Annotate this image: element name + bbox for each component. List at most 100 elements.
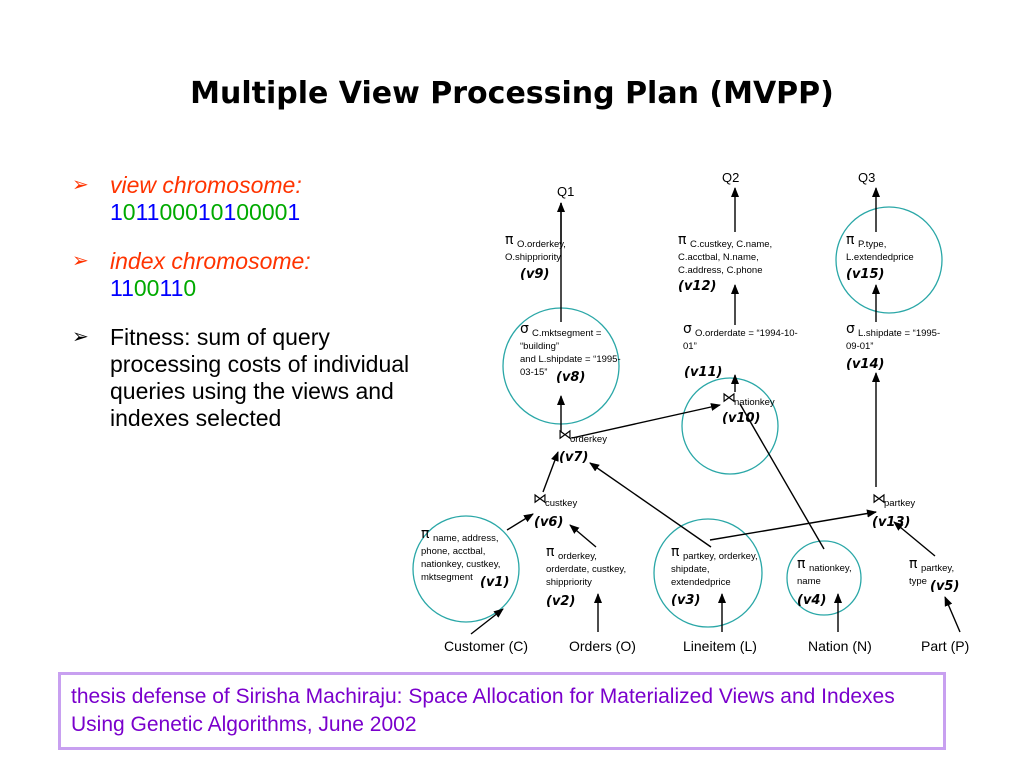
node-expression: and L.shipdate = “1995-	[520, 354, 621, 365]
operator-symbol: π	[421, 526, 430, 542]
node-expression: phone, acctbal,	[421, 546, 485, 557]
edge-v5-v13	[893, 521, 936, 557]
view-label: (v12)	[678, 279, 716, 294]
operator-symbol: π	[505, 232, 514, 248]
view-label: (v6)	[534, 515, 563, 530]
chromosome-digits: 11	[135, 199, 160, 225]
index-chromosome-value: 1100110	[110, 275, 412, 302]
arrow-bullet-icon: ➢	[72, 250, 89, 272]
node-expression: L.shipdate = “1995-	[858, 328, 940, 339]
edge-v2-v6	[569, 524, 597, 548]
view-circles	[412, 206, 943, 628]
node-v13: ⋈partkey(v13)	[872, 491, 915, 530]
node-expression: nationkey, custkey,	[421, 559, 500, 570]
bullet-view-chromosome: ➢ view chromosome: 101100010100001	[72, 172, 412, 226]
view-label: (v7)	[559, 450, 588, 465]
chromosome-digits: 11	[110, 275, 134, 301]
circle-v10	[681, 377, 779, 475]
node-expression: O.orderkey,	[517, 239, 566, 250]
node-expression: orderkey,	[558, 551, 597, 562]
chromosome-digits: 1	[197, 199, 211, 225]
edge-c-v1	[470, 608, 504, 635]
node-expression: C.custkey, C.name,	[690, 239, 772, 250]
view-label: (v9)	[520, 267, 549, 282]
operator-symbol: ⋈	[722, 390, 736, 406]
circle-v15	[835, 206, 943, 314]
node-v6: ⋈custkey(v6)	[533, 491, 577, 530]
node-expression: name	[797, 576, 821, 587]
view-label: (v3)	[671, 593, 700, 608]
node-expression: 09-01”	[846, 341, 873, 352]
node-v10: ⋈nationkey (v10)	[722, 390, 775, 426]
node-expression: custkey	[545, 498, 577, 509]
node-expression: O.shippriority	[505, 252, 561, 263]
chromosome-digits: 1	[110, 199, 123, 225]
operator-symbol: π	[846, 232, 855, 248]
node-expression: nationkey	[734, 397, 775, 408]
node-expression: O.orderdate = “1994-10-	[695, 328, 798, 339]
edge-v4-v10	[739, 403, 825, 550]
edge-v1-v6	[506, 513, 534, 531]
chromosome-digits: 1	[223, 199, 237, 225]
operator-symbol: ⋈	[558, 427, 572, 443]
index-chromosome-label: index chromosome:	[110, 248, 311, 274]
edge-v3-v7	[589, 462, 712, 548]
fitness-text: Fitness: sum of query processing costs o…	[110, 324, 410, 431]
view-label: (v10)	[722, 411, 760, 426]
query-q2: Q2	[722, 170, 739, 185]
view-label: (v1)	[480, 575, 509, 590]
node-expression: 03-15”	[520, 367, 547, 378]
table-part: Part (P)	[921, 638, 969, 654]
node-expression: shipdate,	[671, 564, 710, 575]
operator-symbol: ⋈	[872, 491, 886, 507]
chromosome-digits: 11	[159, 275, 184, 301]
view-label: (v2)	[546, 594, 575, 609]
circle-v4	[786, 540, 862, 616]
operator-symbol: π	[797, 556, 806, 572]
node-expression: P.type,	[858, 239, 886, 250]
edge-v3-v13	[709, 509, 877, 541]
slide-title: Multiple View Processing Plan (MVPP)	[190, 76, 834, 111]
node-expression: C.acctbal, N.name,	[678, 252, 759, 263]
node-expression: shippriority	[546, 577, 592, 588]
node-expression: orderdate, custkey,	[546, 564, 626, 575]
operator-symbol: π	[678, 232, 687, 248]
edge-v6-v7	[542, 451, 559, 493]
node-expression: 01”	[683, 341, 697, 352]
view-label: (v4)	[797, 593, 826, 608]
query-q3: Q3	[858, 170, 875, 185]
node-expression: C.address, C.phone	[678, 265, 763, 276]
bullet-index-chromosome: ➢ index chromosome: 1100110	[72, 248, 412, 302]
view-chromosome-label: view chromosome:	[110, 172, 302, 198]
chromosome-digits: 0	[210, 199, 224, 225]
operator-symbol: π	[671, 544, 680, 560]
query-q1: Q1	[557, 184, 574, 199]
chromosome-digits: 0	[183, 275, 197, 301]
table-orders: Orders (O)	[569, 638, 636, 654]
node-expression: type	[909, 576, 927, 587]
node-expression: partkey,	[921, 563, 954, 574]
operator-symbol: π	[546, 544, 555, 560]
node-expression: partkey	[884, 498, 915, 509]
view-label: (v14)	[846, 357, 884, 372]
chromosome-digits: 1	[287, 199, 301, 225]
node-expression: mktsegment	[421, 572, 473, 583]
chromosome-digits: 0000	[236, 199, 288, 225]
view-label: (v11)	[684, 365, 722, 380]
view-label: (v15)	[846, 267, 884, 282]
operator-symbol: σ	[520, 321, 529, 337]
arrow-bullet-icon: ➢	[72, 174, 89, 196]
